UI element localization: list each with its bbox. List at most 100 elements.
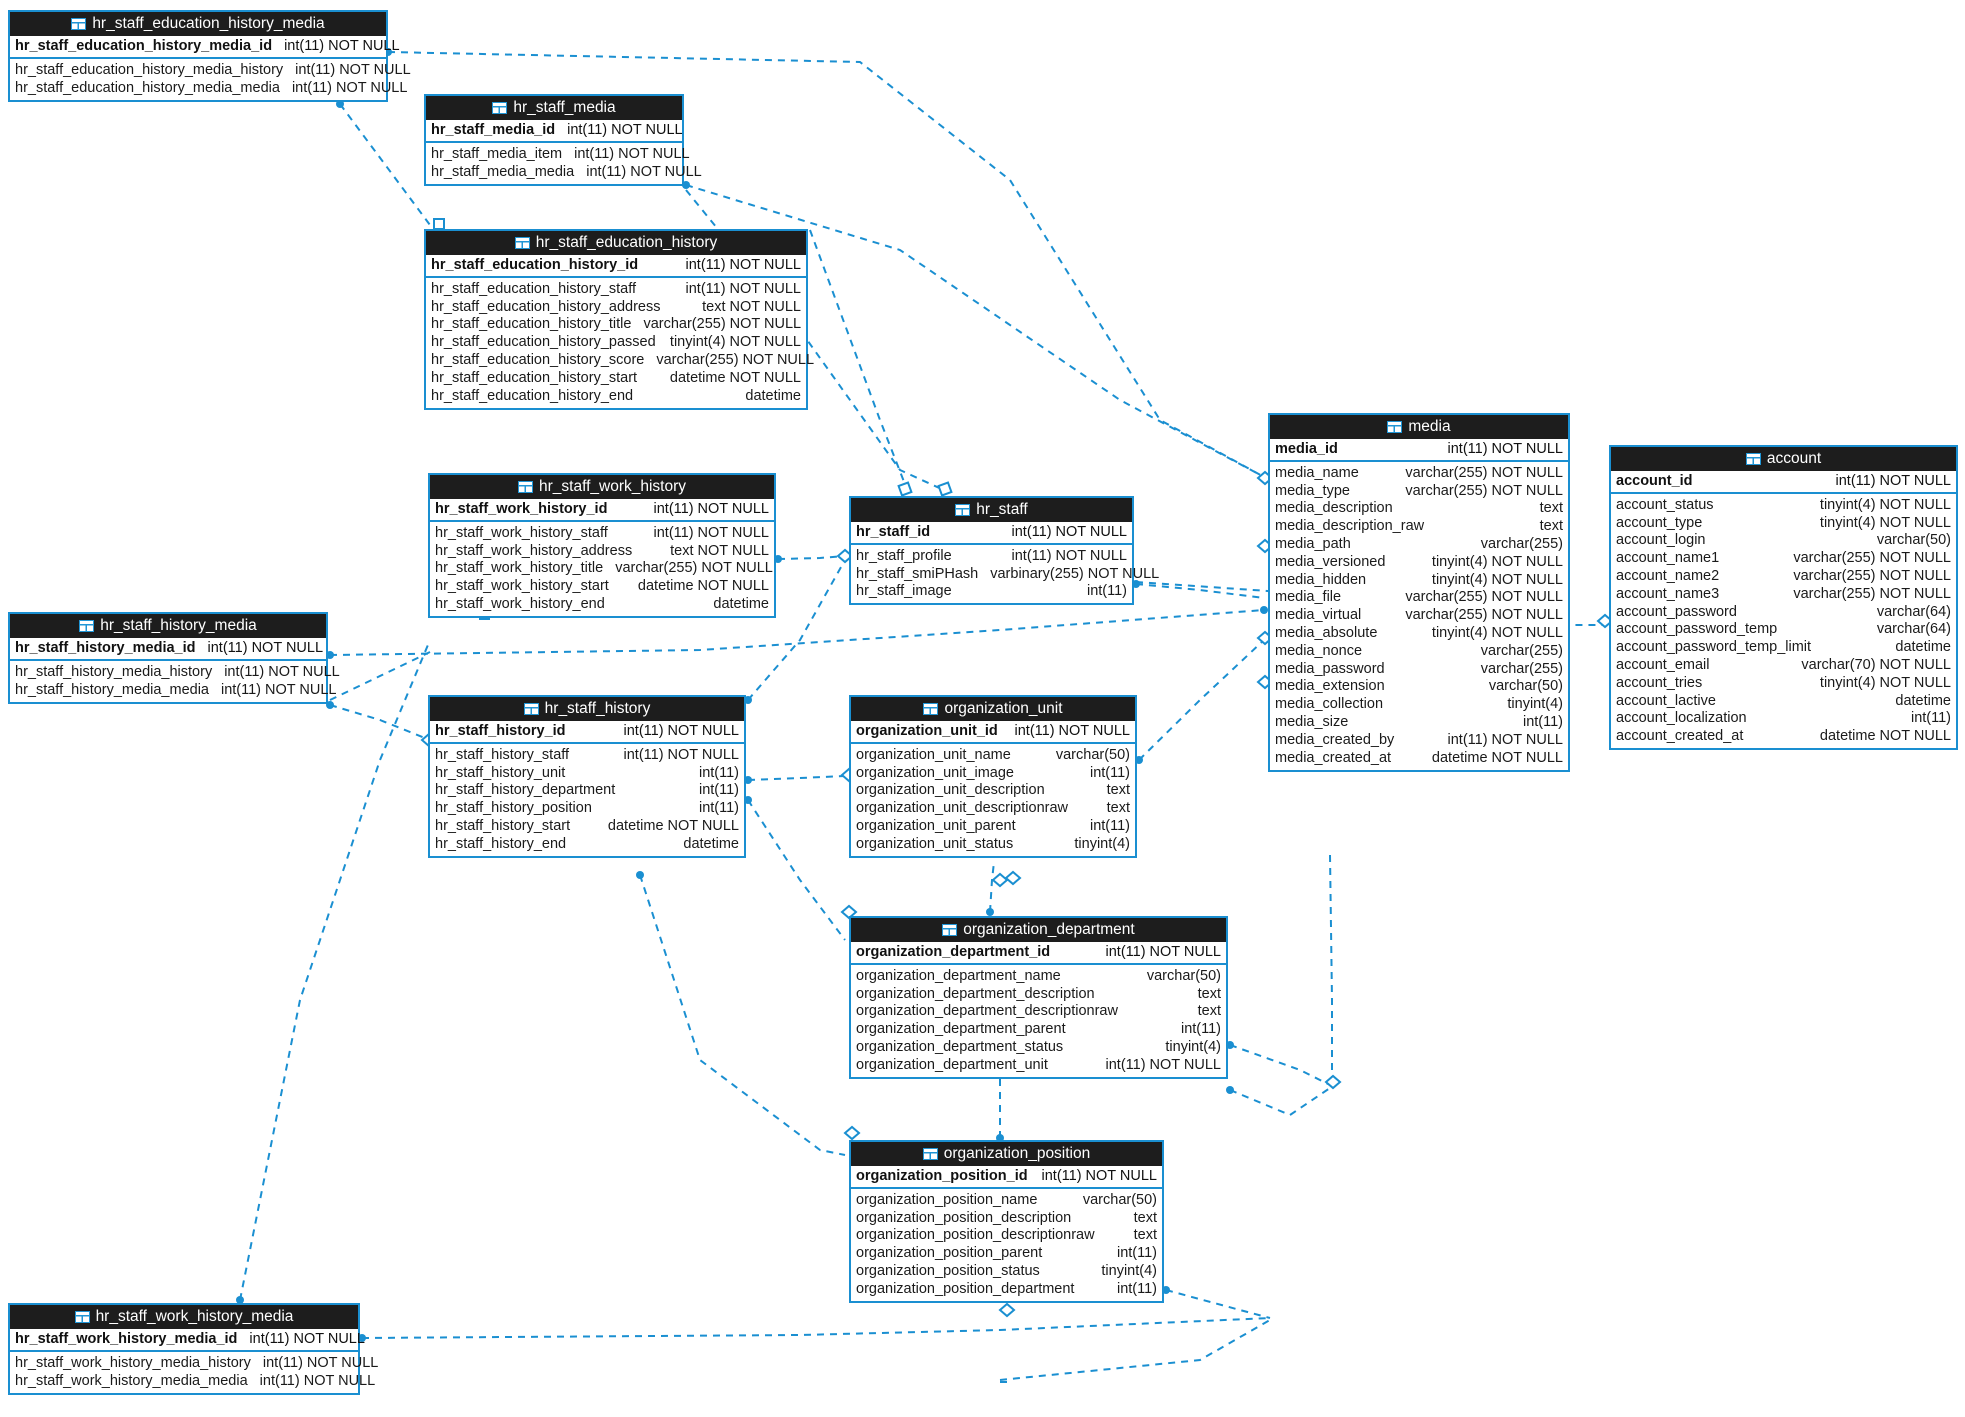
column-row[interactable]: hr_staff_education_history_media_history…: [10, 61, 411, 79]
table-organization_department[interactable]: organization_department organization_depa…: [849, 916, 1228, 1079]
table-header-organization_department[interactable]: organization_department: [851, 918, 1226, 942]
table-header-organization_unit[interactable]: organization_unit: [851, 697, 1135, 721]
table-header-hr_staff_education_history[interactable]: hr_staff_education_history: [426, 231, 806, 255]
table-header-account[interactable]: account: [1611, 447, 1956, 471]
table-header-media[interactable]: media: [1270, 415, 1568, 439]
table-header-hr_staff_work_history_media[interactable]: hr_staff_work_history_media: [10, 1305, 358, 1329]
table-header-hr_staff_education_history_media[interactable]: hr_staff_education_history_media: [10, 12, 386, 36]
table-header-hr_staff_history[interactable]: hr_staff_history: [430, 697, 744, 721]
table-header-hr_staff_history_media[interactable]: hr_staff_history_media: [10, 614, 326, 638]
table-header-hr_staff_media[interactable]: hr_staff_media: [426, 96, 682, 120]
table-header-organization_position[interactable]: organization_position: [851, 1142, 1162, 1166]
